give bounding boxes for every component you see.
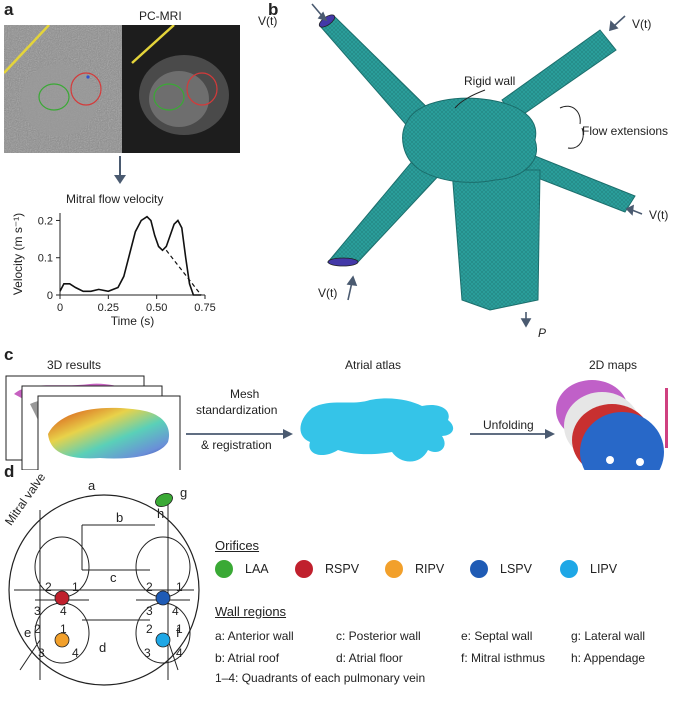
rigid-wall-label: Rigid wall: [464, 74, 516, 88]
q-rl-1: 1: [176, 622, 183, 636]
x-axis-label: Time (s): [111, 314, 155, 328]
vt-label-1: V(t): [258, 14, 278, 28]
q-ru-1: 1: [176, 580, 183, 594]
vessel-bottom: [451, 169, 541, 311]
q-ru-4: 4: [172, 604, 179, 618]
region-h: h: [157, 506, 165, 521]
orifice-dot: [385, 560, 403, 578]
q-ru-2: 2: [146, 580, 153, 594]
q-ll-4: 4: [72, 646, 79, 660]
region-a: a: [88, 478, 96, 493]
q-ll-1: 1: [60, 622, 67, 636]
y-tick-label: 0.1: [38, 253, 53, 265]
orifice-item-ripv: RIPV: [385, 560, 444, 578]
panel-b-letter: b: [268, 0, 279, 19]
mesh-geometry: [311, 3, 643, 328]
q-lu-3: 3: [34, 604, 41, 618]
wall-region-h: h: Appendage: [571, 651, 646, 665]
orifice-label: RIPV: [415, 562, 445, 576]
orifice-label: LSPV: [500, 562, 532, 576]
y-tick-label: 0: [47, 290, 53, 302]
region-g: g: [180, 485, 188, 500]
orifice-label: LIPV: [590, 562, 618, 576]
wall-region-c: c: Posterior wall: [336, 629, 421, 643]
panel-d-letter: d: [4, 462, 15, 481]
region-d: d: [99, 640, 107, 655]
down-arrow-a: [114, 156, 126, 184]
wall-region-b: b: Atrial roof: [215, 651, 280, 665]
q-lu-4: 4: [60, 604, 67, 618]
x-tick-label: 0: [57, 302, 63, 314]
step1-line2: standardization: [196, 403, 278, 417]
region-e: e: [24, 625, 32, 640]
q-ru-3: 3: [146, 604, 153, 618]
q-ll-2: 2: [34, 622, 41, 636]
atrial-atlas-shape: [300, 398, 454, 462]
wall-region-g: g: Lateral wall: [571, 629, 646, 643]
plot-title: Mitral flow velocity: [66, 192, 164, 206]
vt-label-2: V(t): [632, 17, 652, 31]
series-line-solid: [59, 215, 202, 296]
maps-label: 2D maps: [589, 358, 638, 372]
series-line-dashed: [165, 249, 202, 296]
orifice-dot: [295, 560, 313, 578]
y-axis-label: Velocity (m s⁻¹): [11, 213, 25, 295]
orifice-dot: [470, 560, 488, 578]
x-tick-label: 0.25: [98, 302, 119, 314]
region-f: f: [176, 625, 180, 640]
orifice-item-rspv: RSPV: [295, 560, 359, 578]
wall-region-e: e: Septal wall: [461, 629, 533, 643]
orifice-label: RSPV: [325, 562, 360, 576]
wall-region-a: a: Anterior wall: [215, 629, 294, 643]
orifice-item-lipv: LIPV: [560, 560, 617, 578]
vt-label-3: V(t): [649, 208, 669, 222]
q-lu-1: 1: [72, 580, 79, 594]
step1-line1: Mesh: [230, 387, 260, 401]
pipeline-figure: [5, 375, 668, 470]
wall-region-f: f: Mitral isthmus: [461, 651, 546, 665]
region-b: b: [116, 510, 124, 525]
step1-line3: & registration: [201, 438, 272, 452]
x-tick-label: 0.75: [194, 302, 215, 314]
atlas-label: Atrial atlas: [345, 358, 402, 372]
q-rl-4: 4: [176, 646, 183, 660]
orifice-dot: [560, 560, 578, 578]
wall-region-diagram: [8, 492, 200, 686]
mri-title: PC-MRI: [139, 9, 182, 23]
orifice-item-lspv: LSPV: [470, 560, 532, 578]
atrium-body: [402, 97, 537, 183]
orifices-title: Orifices: [215, 538, 260, 553]
q-rl-3: 3: [144, 646, 151, 660]
vessel-upper-right: [501, 29, 617, 121]
orifice-label: LAA: [245, 562, 269, 576]
pc-mri-images: [4, 25, 240, 153]
flow-extensions-label: Flow extensions: [582, 124, 669, 138]
y-tick-label: 0.2: [38, 215, 53, 227]
region-c: c: [110, 570, 117, 585]
orifice-dot: [215, 560, 233, 578]
panel-a-letter: a: [4, 0, 14, 19]
panel-c-letter: c: [4, 345, 14, 364]
x-tick-label: 0.50: [146, 302, 167, 314]
results-label: 3D results: [47, 358, 102, 372]
p-label: P: [538, 326, 547, 340]
orifice-item-laa: LAA: [215, 560, 269, 578]
wall-region-d: d: Atrial floor: [336, 651, 403, 665]
q-lu-2: 2: [45, 580, 52, 594]
step2-label: Unfolding: [483, 418, 534, 432]
q-ll-3: 3: [38, 646, 45, 660]
quadrant-note: 1–4: Quadrants of each pulmonary vein: [215, 671, 426, 685]
q-rl-2: 2: [146, 622, 153, 636]
wall-title: Wall regions: [215, 604, 287, 619]
vt-label-4: V(t): [318, 286, 338, 300]
